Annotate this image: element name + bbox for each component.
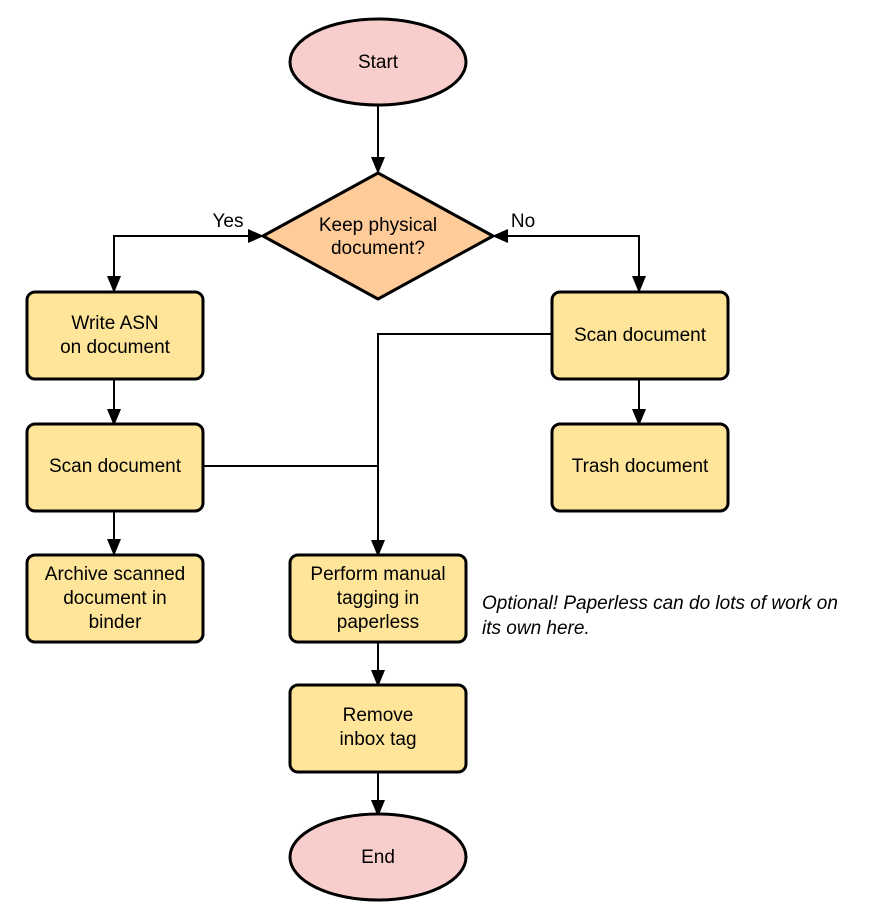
start-ellipse-shape <box>288 17 468 107</box>
node-remove-inbox-tag[interactable]: Remove inbox tag <box>288 683 468 774</box>
arrow-head-icon <box>107 276 121 293</box>
node-scan-document-right[interactable]: Scan document <box>550 290 730 381</box>
arrow-head-icon <box>371 670 385 687</box>
decision-diamond-shape <box>261 171 495 301</box>
node-write-asn-on-document[interactable]: Write ASN on document <box>25 290 205 381</box>
write-asn-box-shape <box>25 290 205 381</box>
node-decision-keep-physical-document[interactable]: Keep physical document? <box>261 171 495 301</box>
arrow-head-icon <box>371 540 385 557</box>
node-trash-document[interactable]: Trash document <box>550 422 730 513</box>
arrow-head-icon <box>371 157 385 174</box>
archive-label-line2: document in <box>63 588 167 609</box>
scan-document-right-box-shape <box>550 290 730 381</box>
edge-decision-yes <box>107 229 264 293</box>
tagging-label-line1: Perform manual <box>310 564 445 585</box>
trash-document-label: Trash document <box>572 456 709 477</box>
edge-scanright-to-trash <box>632 379 646 426</box>
remove-inbox-label-line2: inbox tag <box>339 729 416 750</box>
node-end[interactable]: End <box>288 812 468 902</box>
decision-label-line2: document? <box>331 238 425 259</box>
archive-label-line1: Archive scanned <box>45 564 185 585</box>
start-label: Start <box>358 52 399 73</box>
edge-scanright-to-tagging <box>371 333 551 557</box>
edge-label-yes: Yes <box>213 211 244 232</box>
node-perform-manual-tagging[interactable]: Perform manual tagging in paperless <box>288 553 468 644</box>
arrow-head-icon <box>371 800 385 817</box>
arrow-head-icon <box>632 276 646 293</box>
edge-decision-no <box>492 229 646 293</box>
annotation-line2: its own here. <box>482 618 590 639</box>
end-ellipse-shape <box>288 812 468 902</box>
remove-inbox-label-line1: Remove <box>343 705 414 726</box>
scan-document-left-box-shape <box>25 422 205 513</box>
edge-removeinbox-to-end <box>371 772 385 817</box>
edge-start-to-decision <box>371 105 385 174</box>
annotation-optional-note: Optional! Paperless can do lots of work … <box>482 593 838 639</box>
scan-document-right-label: Scan document <box>574 325 707 346</box>
arrow-head-icon <box>492 229 508 243</box>
node-start[interactable]: Start <box>288 17 468 107</box>
decision-label-line1: Keep physical <box>319 215 437 236</box>
trash-document-box-shape <box>550 422 730 513</box>
node-archive-scanned-document[interactable]: Archive scanned document in binder <box>25 553 205 644</box>
arrow-head-icon <box>107 409 121 426</box>
arrow-head-icon <box>632 409 646 426</box>
edge-scanleft-to-archive <box>107 510 121 556</box>
end-label: End <box>361 847 395 868</box>
archive-label-line3: binder <box>89 612 142 633</box>
edge-writeasn-to-scanleft <box>107 379 121 426</box>
node-scan-document-left[interactable]: Scan document <box>25 422 205 513</box>
scan-document-left-label: Scan document <box>49 456 182 477</box>
arrow-head-icon <box>248 229 264 243</box>
remove-inbox-tag-box-shape <box>288 683 468 774</box>
edge-label-no: No <box>511 211 535 232</box>
archive-box-shape <box>25 553 205 644</box>
edge-tagging-to-removeinbox <box>371 643 385 687</box>
write-asn-label-line2: on document <box>60 337 171 358</box>
arrow-head-icon <box>107 539 121 556</box>
annotation-line1: Optional! Paperless can do lots of work … <box>482 593 838 614</box>
write-asn-label-line1: Write ASN <box>71 313 158 334</box>
tagging-label-line3: paperless <box>337 612 419 633</box>
tagging-label-line2: tagging in <box>337 588 419 609</box>
tagging-box-shape <box>288 553 468 644</box>
